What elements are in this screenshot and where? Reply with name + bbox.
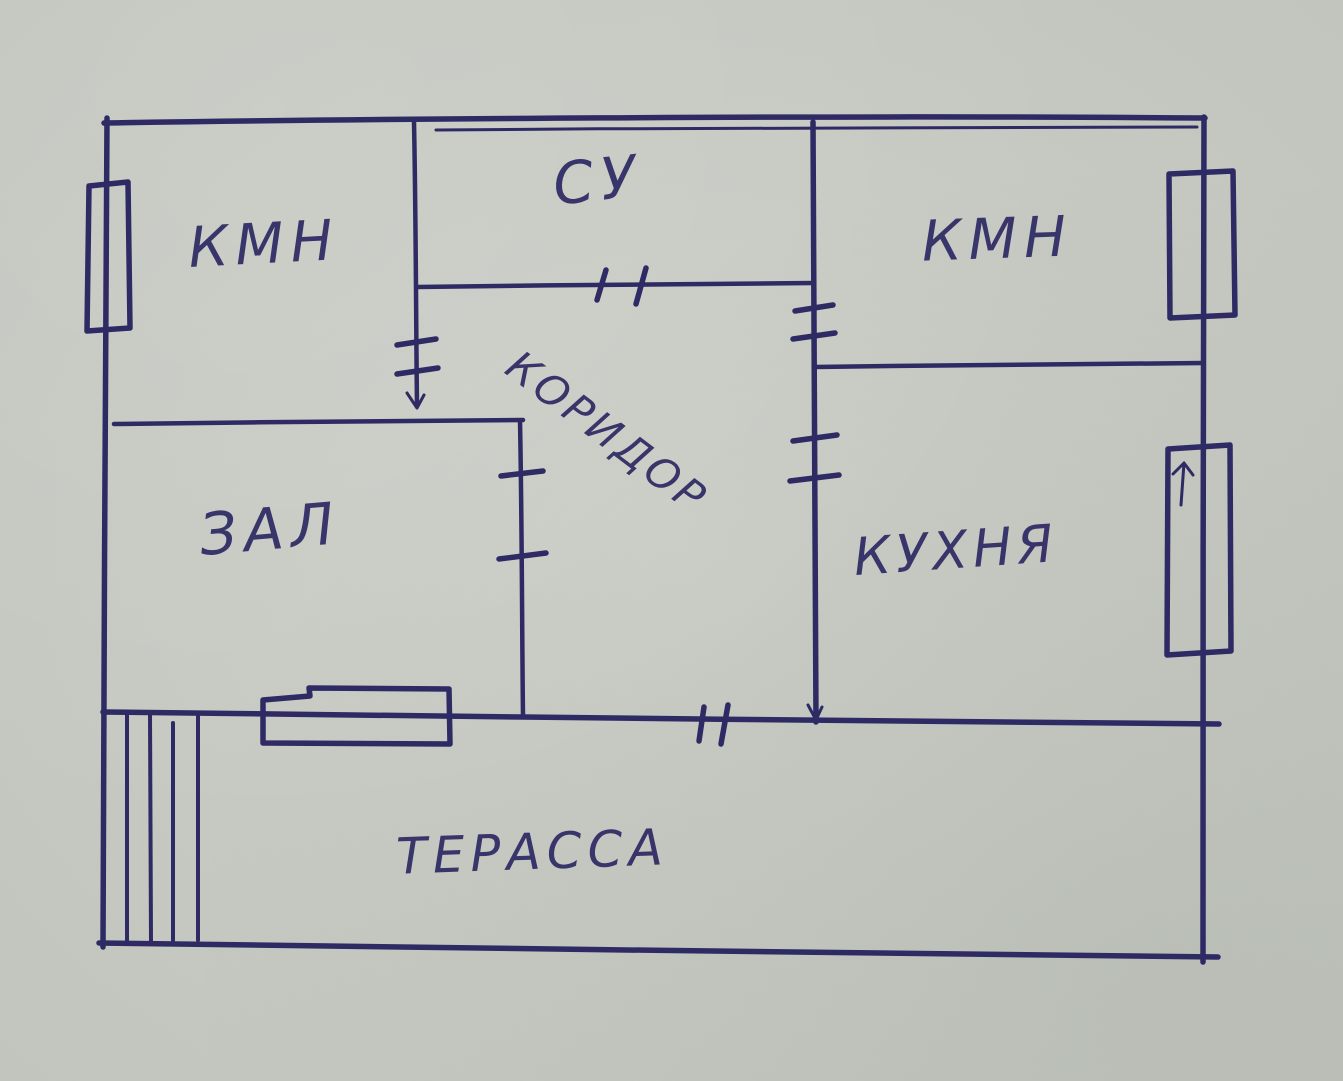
- room-label-kmn-left: КМН: [187, 208, 341, 281]
- wall-top-double-stroke: [434, 125, 1199, 132]
- door-kmn-right: [790, 302, 838, 342]
- room-label-kmn-right: КМН: [921, 204, 1074, 274]
- room-labels: КМН СУ КМН КОРИДОР ЗАЛ КУХНЯ ТЕРАССА: [187, 142, 1074, 886]
- door-su: [594, 265, 649, 307]
- room-label-kukhnya: КУХНЯ: [852, 514, 1060, 588]
- window-zal-terrace-icon: [260, 685, 453, 747]
- stairs-hatching: [125, 711, 200, 944]
- wall-zal-top: [111, 417, 526, 427]
- wall-corridor-kitchen: [810, 119, 819, 725]
- wall-su-bottom: [414, 280, 816, 290]
- wall-kmnleft-su-arrowhead: [405, 391, 426, 410]
- wall-zal-right: [517, 418, 526, 719]
- door-kmn-left: [394, 336, 441, 377]
- room-label-koridor: КОРИДОР: [497, 341, 717, 524]
- door-terrace: [696, 702, 731, 747]
- wall-left: [100, 115, 110, 950]
- window-kmn-right-icon: [1166, 168, 1238, 321]
- wall-top: [101, 114, 1208, 126]
- door-zal: [496, 468, 549, 562]
- wall-kmnright-bottom: [812, 360, 1206, 370]
- outer-walls: [96, 114, 1221, 965]
- door-kitchen: [787, 432, 842, 484]
- wall-terrace-top: [100, 709, 1222, 727]
- wall-kmnleft-su: [411, 119, 420, 408]
- door-marks: [394, 265, 842, 747]
- room-label-terassa: ТЕРАССА: [395, 818, 669, 885]
- room-label-zal: ЗАЛ: [197, 489, 344, 569]
- window-kitchen-icon: [1164, 442, 1234, 658]
- window-symbols: [84, 168, 1238, 747]
- window-kmn-left-icon: [84, 179, 133, 334]
- window-kitchen-inner-arrow: [1171, 461, 1195, 507]
- interior-walls: [100, 119, 1222, 727]
- wall-right: [1200, 114, 1207, 965]
- room-label-su: СУ: [550, 142, 646, 219]
- wall-bottom-terrace: [96, 940, 1221, 960]
